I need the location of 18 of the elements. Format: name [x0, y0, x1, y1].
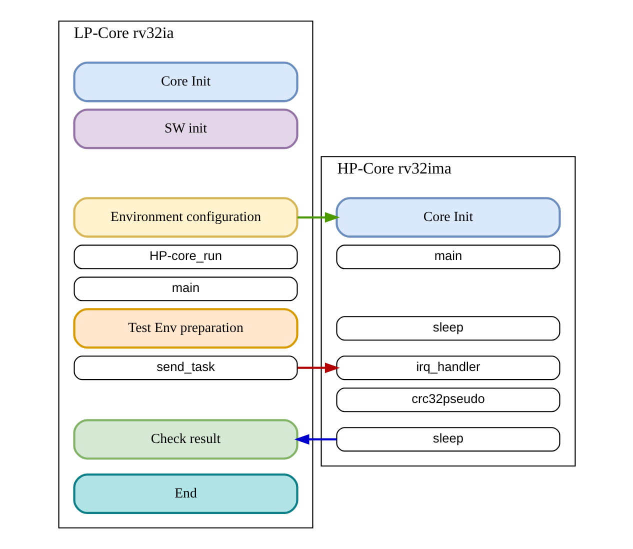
arrow — [294, 434, 336, 445]
node-box: sleep — [336, 316, 560, 341]
arrow — [297, 362, 340, 374]
node-box: End — [72, 473, 298, 514]
node-box: Environment configuration — [72, 197, 298, 238]
arrow — [297, 212, 340, 223]
node-box: crc32pseudo — [336, 388, 560, 412]
node-box: sleep — [336, 427, 560, 452]
node-box: main — [73, 276, 298, 302]
node-box: main — [336, 244, 560, 270]
node-box: Core Init — [72, 62, 298, 102]
node-box: Test Env preparation — [72, 308, 298, 349]
node-box: HP-core_run — [73, 244, 298, 270]
node-box: send_task — [73, 356, 298, 380]
node-box: Core Init — [335, 197, 560, 238]
node-box: SW init — [72, 108, 298, 150]
node-box: Check result — [72, 419, 298, 460]
node-box: irq_handler — [336, 356, 560, 380]
